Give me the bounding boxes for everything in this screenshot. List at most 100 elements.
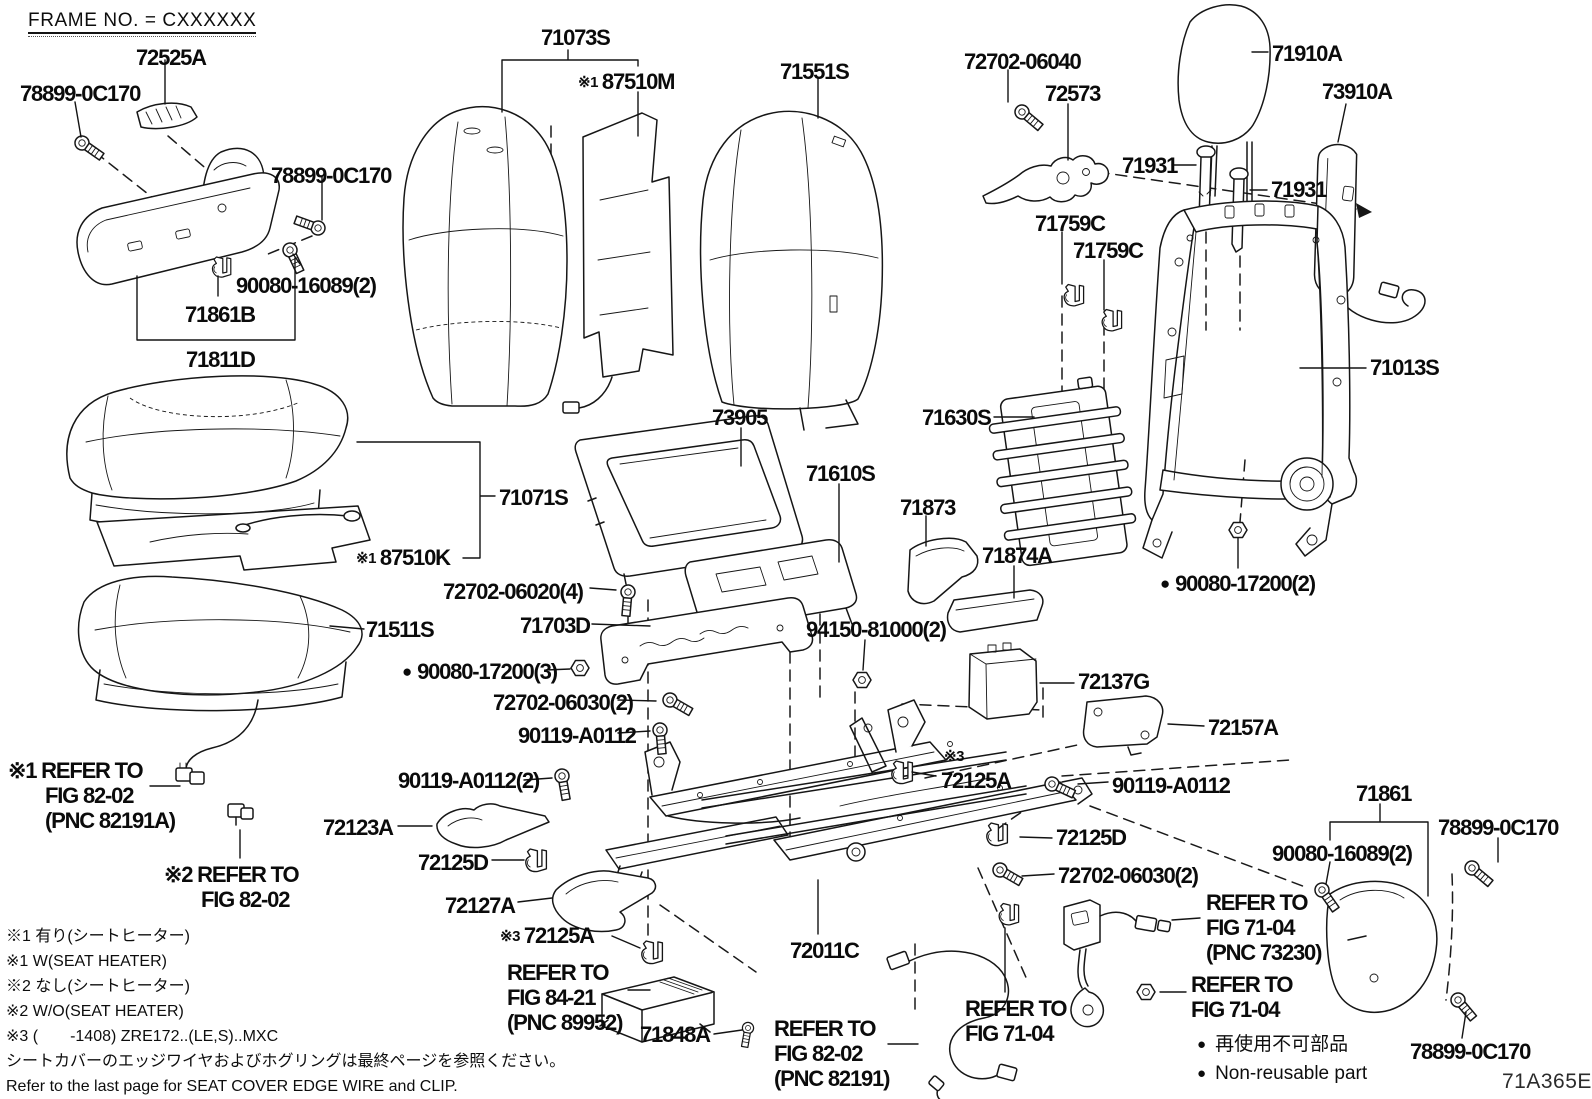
part-label-90119-a0112: 90119-A0112 xyxy=(1112,773,1231,798)
screw-icon xyxy=(553,767,574,802)
part-label-72125d: 72125D xyxy=(418,850,489,875)
non-reusable-dot-icon: ● xyxy=(402,662,412,681)
part-armrest-shield-assembly xyxy=(76,102,280,286)
part-cover-71874A xyxy=(946,589,1044,633)
footnote-line: ※2 なし(シートヒーター) xyxy=(6,978,191,995)
part-cushion-heater-87510K xyxy=(96,505,371,571)
part-label-71910a: 71910A xyxy=(1272,41,1343,66)
variant-marker: ※1 xyxy=(578,74,598,91)
part-label-90119-a0112: 90119-A0112 xyxy=(518,723,637,748)
clip-icon xyxy=(986,822,1009,847)
part-label-71874a: 71874A xyxy=(982,543,1053,568)
part-label-71931: 71931 xyxy=(1271,177,1327,202)
part-seat-pan-71703D xyxy=(600,597,814,685)
part-label-71630s: 71630S xyxy=(922,405,992,430)
part-label-71861b: 71861B xyxy=(185,302,256,327)
part-label-72125d: 72125D xyxy=(1056,825,1127,850)
part-seatback-heater-87510M xyxy=(562,112,674,414)
footnote-line: Refer to the last page for SEAT COVER ED… xyxy=(6,1078,458,1095)
clip-icon xyxy=(998,902,1020,926)
part-label-72525a: 72525A xyxy=(136,45,207,70)
variant-marker: ※3 xyxy=(944,748,964,765)
part-label-94150-81000-2: 94150-81000(2) xyxy=(806,617,947,642)
part-wire-harness xyxy=(886,950,1018,1099)
part-label-73910a: 73910A xyxy=(1322,79,1393,104)
footnote-line: ※3 ( -1408) ZRE172..(LE,S)..MXC xyxy=(6,1028,279,1045)
footnote-line: ※1 W(SEAT HEATER) xyxy=(6,953,167,970)
screw-icon xyxy=(738,1020,756,1049)
figure-code: 71A365E xyxy=(1502,1070,1592,1093)
part-cushion-71071S xyxy=(66,375,349,531)
screw-icon xyxy=(279,239,308,276)
part-label-78899-0c170: 78899-0C170 xyxy=(1410,1039,1531,1064)
part-label-71759c: 71759C xyxy=(1073,238,1144,263)
nut-icon xyxy=(1136,983,1156,1001)
footnotes: ※1 有り(シートヒーター) ※1 W(SEAT HEATER) ※2 なし(シート… xyxy=(6,924,565,1099)
nut-icon xyxy=(1228,521,1248,539)
screw-icon xyxy=(1011,101,1046,134)
part-lever-72123A xyxy=(436,803,550,849)
part-seatback-cover-71073S xyxy=(402,106,568,407)
clip-icon xyxy=(641,940,664,965)
part-label-90080-16089-2: 90080-16089(2) xyxy=(236,273,377,298)
part-label-78899-0c170: 78899-0C170 xyxy=(271,163,392,188)
part-seatback-frame-71013S xyxy=(1142,200,1358,559)
non-reusable-dot-icon: ● xyxy=(1197,1065,1207,1082)
part-label-72702-06030-2: 72702-06030(2) xyxy=(493,690,634,715)
clip-icon xyxy=(525,848,548,873)
clip-icon xyxy=(891,760,914,785)
leader-lines xyxy=(74,49,1499,1045)
screw-icon xyxy=(659,689,696,719)
part-cover-71873 xyxy=(907,537,979,605)
footnote-line: ※2 W/O(SEAT HEATER) xyxy=(6,1003,184,1020)
part-ecu-71848A xyxy=(599,976,715,1043)
part-label-72702-06030-2: 72702-06030(2) xyxy=(1058,863,1199,888)
screw-icon xyxy=(1447,989,1480,1024)
part-label-71073s: 71073S xyxy=(541,25,611,50)
screw-icon xyxy=(71,132,107,164)
part-buckle-assembly xyxy=(1063,899,1172,1028)
variant-marker: ※1 xyxy=(356,550,376,567)
clip-icon xyxy=(1101,308,1123,332)
part-cover-72137G xyxy=(968,642,1038,720)
part-label-71610s: 71610S xyxy=(806,461,876,486)
nut-icon xyxy=(852,671,872,689)
non-reusable-dot-icon: ● xyxy=(1197,1036,1207,1053)
part-label-71873: 71873 xyxy=(900,495,956,520)
part-label-72127a: 72127A xyxy=(445,893,516,918)
legend-row: ●再使用不可部品 xyxy=(1197,1034,1349,1055)
screw-icon xyxy=(618,583,637,618)
part-label-71071s: 71071S xyxy=(499,485,569,510)
part-label-72573: 72573 xyxy=(1045,81,1101,106)
part-label-71811d: 71811D xyxy=(186,347,256,372)
screw-icon xyxy=(1461,857,1496,890)
part-headrest-71910A xyxy=(1177,4,1271,203)
clip-icon xyxy=(1063,283,1085,307)
variant-marker: ※3 xyxy=(500,928,520,945)
part-bracket-72573 xyxy=(982,155,1110,205)
legend-row: ●Non-reusable part xyxy=(1197,1063,1368,1084)
footnote-line: ※1 有り(シートヒーター) xyxy=(6,928,191,945)
part-label-71931: 71931 xyxy=(1122,153,1178,178)
part-label-72123a: 72123A xyxy=(323,815,394,840)
part-cushion-board-73905 xyxy=(574,415,804,585)
part-label-72702-06020-4: 72702-06020(4) xyxy=(443,579,584,604)
part-label-71703d: 71703D xyxy=(520,613,591,638)
footnote-line: シートカバーのエッジワイヤおよびホグリングは最終ページを参照ください。 xyxy=(6,1053,566,1070)
part-label-72157a: 72157A xyxy=(1208,715,1279,740)
part-label-71551s: 71551S xyxy=(780,59,850,84)
clip-icon xyxy=(211,256,232,278)
non-reusable-dot-icon: ● xyxy=(1160,574,1170,593)
part-label-71861: 71861 xyxy=(1356,781,1412,806)
part-seatback-cover-71551S xyxy=(699,110,884,431)
part-cushion-cover-71511S xyxy=(77,575,363,826)
